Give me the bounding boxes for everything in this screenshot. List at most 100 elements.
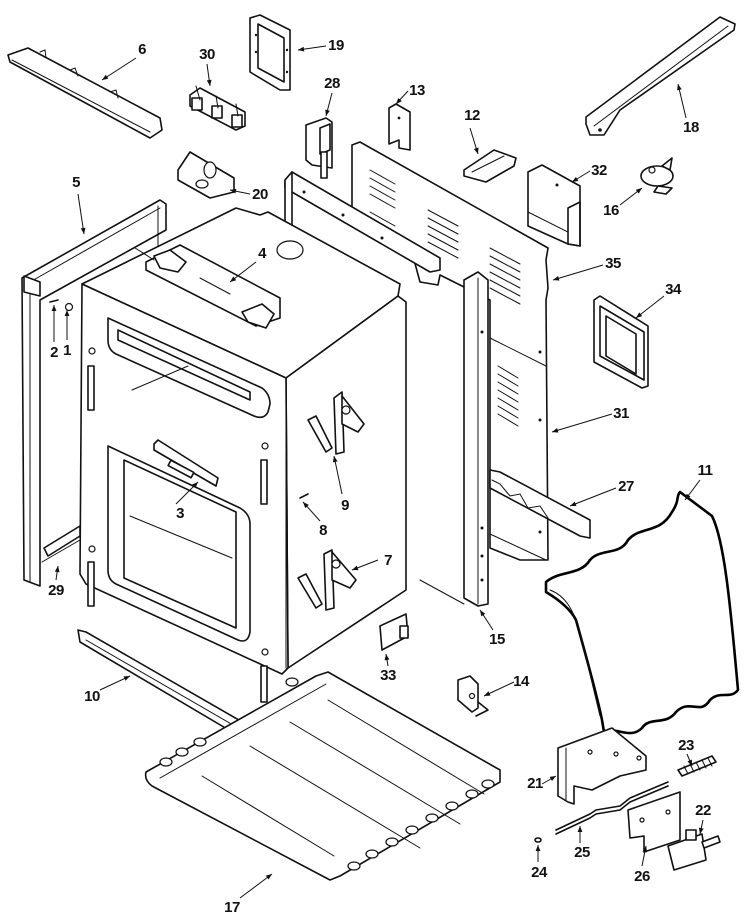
callout-24: 24 <box>531 864 548 881</box>
callout-15: 15 <box>489 631 505 648</box>
arrowhead-27 <box>570 501 577 507</box>
part-micro-switch <box>667 829 721 871</box>
callout-16: 16 <box>603 202 619 219</box>
arrowhead-33 <box>384 654 390 661</box>
leader-line-9 <box>333 455 343 495</box>
callout-11: 11 <box>698 462 713 479</box>
arrowhead-12 <box>473 147 479 154</box>
callout-33: 33 <box>380 667 396 684</box>
part-latch-bracket <box>557 727 647 805</box>
part-upper-hinge-receiver <box>307 391 365 455</box>
part-insulation-blanket <box>544 490 740 735</box>
arrowhead-10 <box>123 676 130 681</box>
callout-32: 32 <box>591 162 607 179</box>
arrowhead-28 <box>325 109 330 116</box>
arrowhead-9 <box>332 456 338 463</box>
callout-20: 20 <box>252 186 268 203</box>
part-wire-bracket <box>177 151 235 199</box>
arrowhead-11 <box>685 493 691 500</box>
callout-labels: 1 2 3 4 5 6 7 8 9 10 11 12 13 14 15 16 1… <box>48 37 713 916</box>
leader-line-31 <box>551 413 613 433</box>
callout-29: 29 <box>48 582 64 599</box>
leader-lines <box>51 45 704 899</box>
callout-2: 2 <box>50 344 58 361</box>
part-lower-hinge-receiver <box>297 549 357 611</box>
part-small-bracket <box>463 149 517 183</box>
arrowhead-22 <box>698 827 704 834</box>
arrowhead-18 <box>677 84 682 91</box>
part-angle-bracket <box>457 675 489 717</box>
arrowhead-34 <box>636 312 643 318</box>
callout-22: 22 <box>695 802 711 819</box>
part-vent-frame <box>249 14 291 91</box>
part-base-pan <box>144 671 501 881</box>
part-top-trim-rail <box>7 47 163 139</box>
part-side-channel <box>419 271 489 607</box>
callout-9: 9 <box>341 497 349 514</box>
leader-line-17 <box>239 873 273 899</box>
arrowhead-29 <box>54 566 60 573</box>
callout-28: 28 <box>324 75 340 92</box>
callout-14: 14 <box>513 673 530 690</box>
arrowhead-23 <box>687 759 692 766</box>
arrowhead-30 <box>206 79 212 86</box>
arrowhead-21 <box>549 776 556 782</box>
callout-34: 34 <box>665 281 682 298</box>
arrowhead-17 <box>265 874 272 880</box>
arrowhead-6 <box>102 74 109 80</box>
arrowhead-14 <box>484 691 491 696</box>
part-latch-rod <box>555 781 669 835</box>
callout-3: 3 <box>176 505 184 522</box>
callout-10: 10 <box>84 688 100 705</box>
arrowhead-1 <box>64 310 70 316</box>
arrowhead-35 <box>553 275 560 281</box>
arrowhead-20 <box>230 188 237 194</box>
leader-line-35 <box>552 264 604 281</box>
arrowhead-32 <box>572 176 579 182</box>
callout-1: 1 <box>63 342 71 359</box>
arrowhead-31 <box>552 427 559 433</box>
callout-17: 17 <box>224 899 240 916</box>
arrowhead-19 <box>298 46 305 52</box>
part-vent-grille <box>593 295 649 389</box>
part-side-support-rail <box>585 16 736 136</box>
part-top-bracket-assembly <box>131 244 281 329</box>
callout-19: 19 <box>328 37 344 54</box>
arrowhead-2 <box>51 305 57 311</box>
arrowhead-5 <box>80 227 86 234</box>
arrowhead-26 <box>642 846 648 853</box>
part-clip <box>534 837 542 843</box>
arrowhead-15 <box>480 610 486 617</box>
part-back-strip <box>489 469 591 539</box>
callout-35: 35 <box>605 255 621 272</box>
callout-27: 27 <box>618 478 634 495</box>
part-screw-nut <box>49 299 74 312</box>
leader-line-6 <box>101 57 137 81</box>
part-vent-strip <box>153 439 219 487</box>
arrowhead-7 <box>352 565 359 571</box>
callout-13: 13 <box>409 82 425 99</box>
arrowhead-3 <box>192 482 198 488</box>
callout-31: 31 <box>613 405 629 422</box>
arrowhead-24 <box>535 845 541 851</box>
arrowhead-16 <box>635 188 642 194</box>
callout-6: 6 <box>138 41 146 58</box>
arrowhead-4 <box>230 276 237 282</box>
part-terminal-block <box>189 85 246 131</box>
part-thermostat-disc <box>640 157 674 195</box>
callout-26: 26 <box>634 868 650 885</box>
part-spring <box>677 755 717 777</box>
callout-12: 12 <box>464 107 480 124</box>
part-cover-plate <box>388 103 411 151</box>
part-box-cover <box>527 164 581 247</box>
part-mounting-bracket <box>379 613 409 651</box>
part-switch-plate <box>627 791 681 853</box>
callout-18: 18 <box>683 119 699 136</box>
leader-line-27 <box>569 487 617 507</box>
callout-30: 30 <box>199 46 215 63</box>
callout-5: 5 <box>72 174 80 191</box>
part-front-frame-side <box>21 199 167 587</box>
callout-23: 23 <box>678 737 694 754</box>
part-oven-cavity <box>79 207 407 703</box>
